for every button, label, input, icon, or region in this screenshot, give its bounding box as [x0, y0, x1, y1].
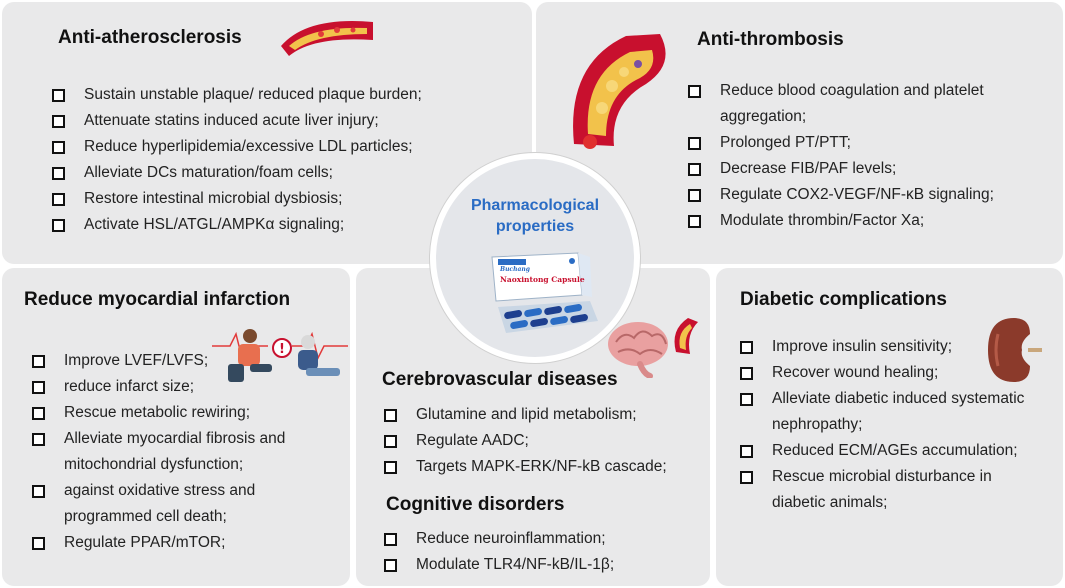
list-item: Modulate thrombin/Factor Xa; [688, 208, 994, 234]
list-item: Decrease FIB/PAF levels; [688, 156, 994, 182]
checkbox-icon [688, 85, 701, 98]
brain-icon [608, 322, 668, 378]
kidney-icon [988, 318, 1042, 382]
list-item: Recover wound healing; [740, 360, 1024, 386]
list-item: Alleviate diabetic induced systematic [740, 386, 1024, 412]
list-item: Improve LVEF/LVFS; [32, 348, 285, 374]
list-item: Reduced ECM/AGEs accumulation; [740, 438, 1024, 464]
list-item: Glutamine and lipid metabolism; [384, 402, 667, 428]
panel-title: Anti-thrombosis [697, 29, 844, 50]
list-item: Targets MAPK-ERK/NF-kB cascade; [384, 454, 667, 480]
artery-plaque-icon [281, 21, 373, 56]
center-title-line1: Pharmacological [470, 197, 600, 214]
list-item: Rescue microbial disturbance in [740, 464, 1024, 490]
panel-diabetic-complications: Diabetic complications Improve insulin s… [716, 268, 1063, 586]
list-item: Sustain unstable plaque/ reduced plaque … [52, 82, 422, 108]
list-item: Regulate PPAR/mTOR; [32, 530, 285, 556]
checkbox-icon [32, 355, 45, 368]
panel-myocardial-infarction: Reduce myocardial infarction ! Improve L… [2, 268, 350, 586]
list-item: Improve insulin sensitivity; [740, 334, 1024, 360]
list-item: Regulate AADC; [384, 428, 667, 454]
checkbox-icon [384, 461, 397, 474]
checkbox-icon [740, 393, 753, 406]
list-item-continuation: aggregation; [720, 108, 807, 125]
panel-title-cerebrovascular: Cerebrovascular diseases [382, 369, 618, 390]
myocardial-list: Improve LVEF/LVFS; reduce infarct size; … [32, 348, 285, 556]
panel-anti-atherosclerosis: Anti-atherosclerosis Sustain unstable pl… [2, 2, 532, 264]
checkbox-icon [32, 407, 45, 420]
checkbox-icon [32, 537, 45, 550]
checkbox-icon [52, 193, 65, 206]
checkbox-icon [740, 367, 753, 380]
center-title: Pharmacological properties [436, 195, 634, 237]
list-item: reduce infarct size; [32, 374, 285, 400]
list-item: Regulate COX2-VEGF/NF-κB signaling; [688, 182, 994, 208]
panel-title-cognitive: Cognitive disorders [386, 494, 565, 515]
checkbox-icon [740, 445, 753, 458]
list-item: Restore intestinal microbial dysbiosis; [52, 186, 422, 212]
checkbox-icon [32, 485, 45, 498]
capsules-icon [498, 301, 598, 333]
center-title-line2: properties [495, 218, 575, 235]
blood-vessel-icon [674, 318, 698, 354]
svg-text:!: ! [279, 342, 285, 357]
checkbox-icon [384, 559, 397, 572]
list-item: Rescue metabolic rewiring; [32, 400, 285, 426]
checkbox-icon [52, 89, 65, 102]
list-item-continuation: diabetic animals; [772, 494, 888, 511]
panel-title: Reduce myocardial infarction [24, 289, 291, 310]
list-item: against oxidative stress and [32, 478, 285, 504]
list-item: Alleviate DCs maturation/foam cells; [52, 160, 422, 186]
diabetic-list: Improve insulin sensitivity; Recover wou… [740, 334, 1024, 516]
capsule-box-icon: Buchang Naoxintong Capsule [491, 252, 592, 302]
thrombosis-artery-icon [573, 34, 666, 149]
list-item: Alleviate myocardial fibrosis and [32, 426, 285, 452]
list-item: Modulate TLR4/NF-kB/IL-1β; [384, 552, 614, 578]
checkbox-icon [688, 189, 701, 202]
list-item: Activate HSL/ATGL/AMPKα signaling; [52, 212, 422, 238]
checkbox-icon [740, 341, 753, 354]
list-item-continuation: programmed cell death; [64, 508, 227, 525]
center-hub: Pharmacological properties Buchang Naoxi… [430, 153, 640, 363]
list-item-continuation: nephropathy; [772, 416, 863, 433]
checkbox-icon [32, 381, 45, 394]
list-item: Reduce blood coagulation and platelet [688, 78, 994, 104]
checkbox-icon [384, 533, 397, 546]
checkbox-icon [688, 163, 701, 176]
checkbox-icon [52, 219, 65, 232]
cognitive-list: Reduce neuroinflammation; Modulate TLR4/… [384, 526, 614, 578]
heart-attack-people-icon: ! [212, 329, 348, 382]
capsule-name-text: Naoxintong Capsule [500, 275, 585, 284]
checkbox-icon [384, 435, 397, 448]
checkbox-icon [52, 115, 65, 128]
checkbox-icon [52, 167, 65, 180]
checkbox-icon [32, 433, 45, 446]
checkbox-icon [384, 409, 397, 422]
panel-title: Diabetic complications [740, 289, 947, 310]
checkbox-icon [52, 141, 65, 154]
cerebrovascular-list: Glutamine and lipid metabolism; Regulate… [384, 402, 667, 480]
checkbox-icon [688, 137, 701, 150]
atherosclerosis-list: Sustain unstable plaque/ reduced plaque … [52, 82, 422, 238]
list-item: Prolonged PT/PTT; [688, 130, 994, 156]
thrombosis-list: Reduce blood coagulation and platelet ag… [688, 78, 994, 234]
checkbox-icon [740, 471, 753, 484]
panel-cerebrovascular-cognitive: Cerebrovascular diseases Glutamine and l… [356, 268, 710, 586]
list-item: Reduce neuroinflammation; [384, 526, 614, 552]
list-item-continuation: mitochondrial dysfunction; [64, 456, 244, 473]
list-item: Reduce hyperlipidemia/excessive LDL part… [52, 134, 422, 160]
capsule-brand-text: Buchang [499, 266, 530, 273]
panel-title: Anti-atherosclerosis [58, 27, 242, 48]
list-item: Attenuate statins induced acute liver in… [52, 108, 422, 134]
checkbox-icon [688, 215, 701, 228]
